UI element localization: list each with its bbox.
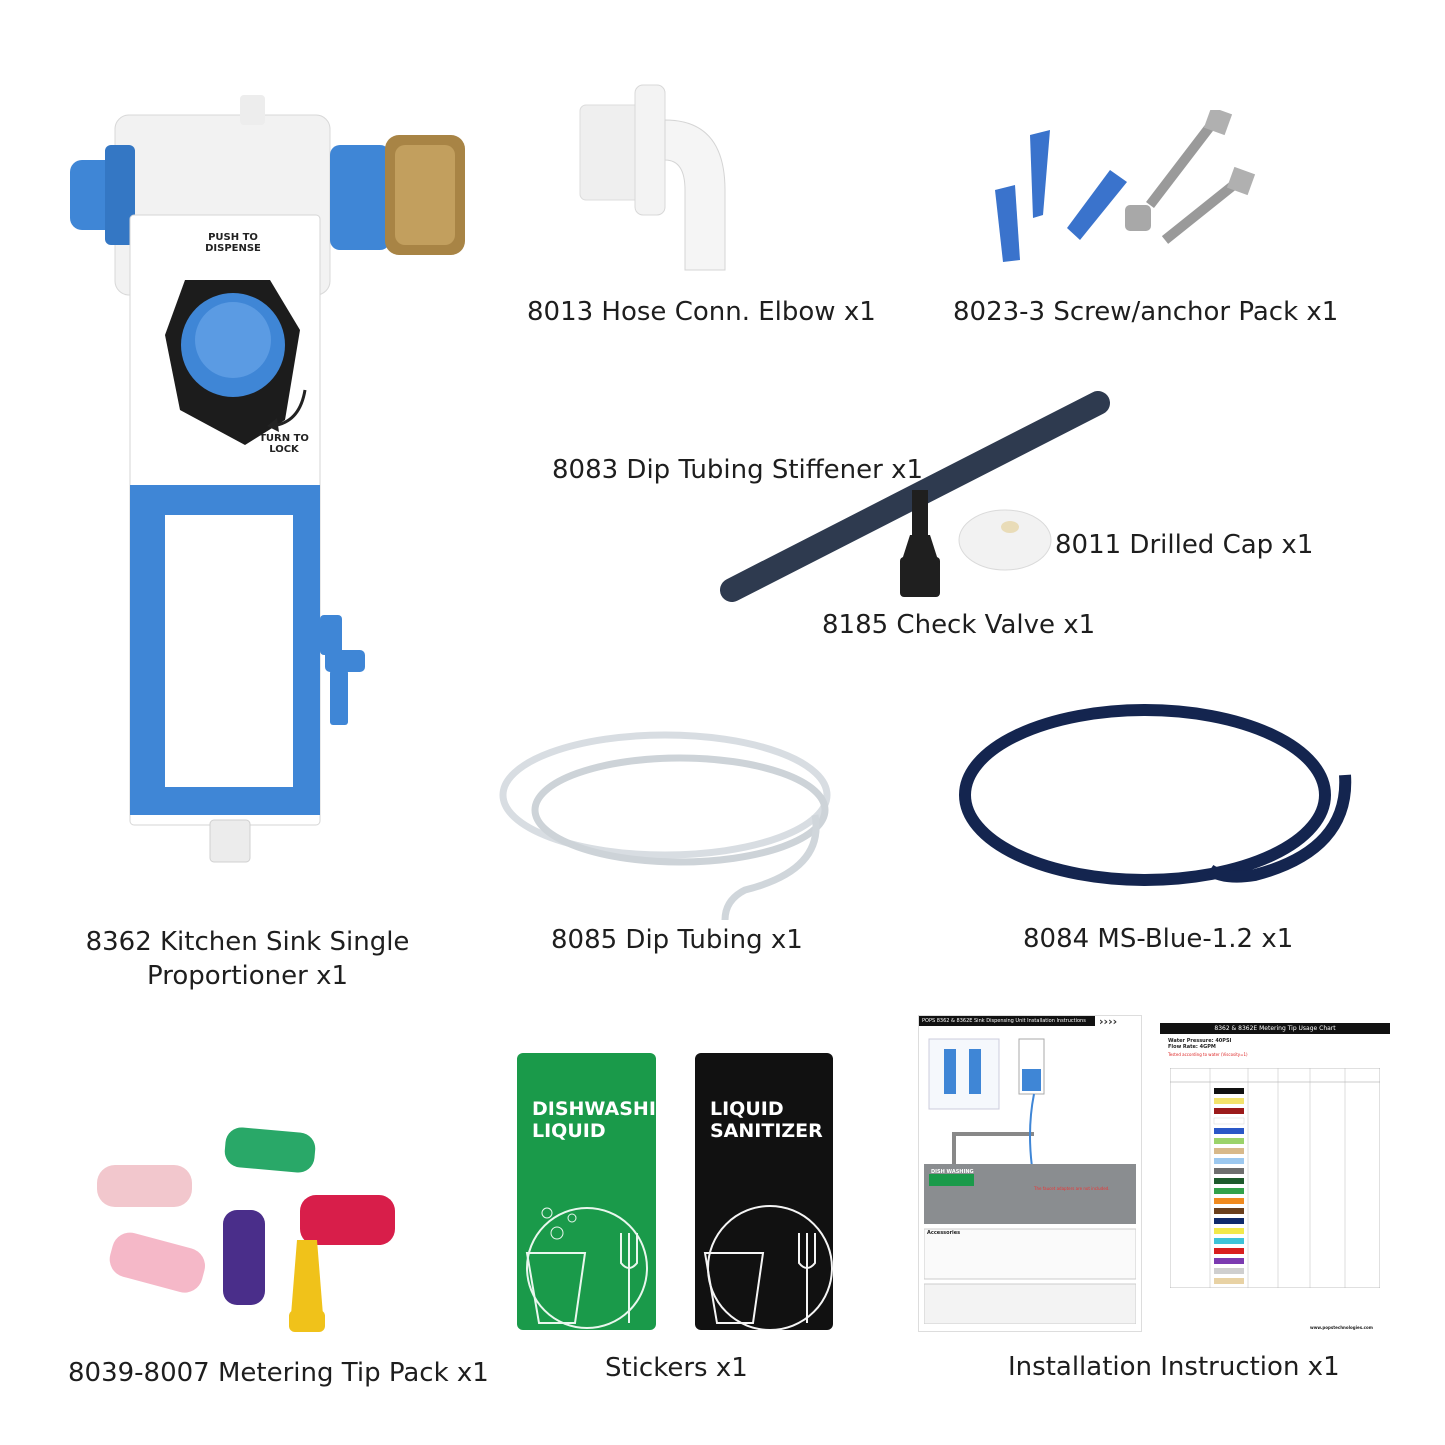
glass-icon: [703, 1252, 765, 1324]
check-valve-caption: 8185 Check Valve x1: [822, 610, 1096, 640]
dip-tubing-image: [499, 731, 831, 921]
chevrons-right-icon: ››››: [1099, 1015, 1118, 1028]
fork-icon: [798, 1233, 816, 1323]
tip-chart-flow: Flow Rate: 4GPM: [1168, 1044, 1216, 1050]
sanitizer-sticker-line-1: LIQUID: [710, 1098, 784, 1120]
ms-blue-image: [959, 704, 1352, 886]
fork-icon: [620, 1233, 638, 1323]
metering-tips-image: [97, 1127, 395, 1332]
proportioner-image: [70, 95, 465, 863]
instruction-caption: Installation Instruction x1: [1008, 1352, 1340, 1382]
push-label-2: DISPENSE: [205, 243, 261, 254]
dip-tubing-caption: 8085 Dip Tubing x1: [551, 925, 803, 955]
tip-chart-table: [1170, 1068, 1380, 1288]
proportioner-caption-2: Proportioner x1: [146, 961, 349, 991]
elbow-caption: 8013 Hose Conn. Elbow x1: [527, 297, 876, 327]
dish-sticker-line-2: LIQUID: [532, 1120, 606, 1142]
sanitizer-sticker: LIQUID SANITIZER: [695, 1053, 833, 1330]
drilled-cap-caption: 8011 Drilled Cap x1: [1055, 530, 1314, 560]
stickers-caption: Stickers x1: [605, 1353, 748, 1383]
install-accessories: Accessories: [927, 1230, 961, 1236]
turn-label-1: TURN TO: [259, 433, 309, 444]
push-label-1: PUSH TO: [208, 232, 258, 243]
ms-blue-caption: 8084 MS-Blue-1.2 x1: [1023, 924, 1294, 954]
screws-caption: 8023-3 Screw/anchor Pack x1: [953, 297, 1339, 327]
install-sheet: POPS 8362 & 8362E Sink Dispensing Unit I…: [918, 1015, 1142, 1332]
screws-image: [995, 110, 1256, 262]
tip-chart-tested: Tested according to water (Viscosity=1): [1168, 1052, 1248, 1057]
install-note: The faucet adapters are not included.: [1034, 1186, 1110, 1191]
tip-chart-pressure: Water Pressure: 40PSI: [1168, 1038, 1232, 1044]
elbow-image: [579, 84, 726, 271]
sanitizer-sticker-line-2: SANITIZER: [710, 1120, 823, 1142]
tip-pack-caption: 8039-8007 Metering Tip Pack x1: [68, 1358, 489, 1388]
tip-chart-website: www.popstechnologies.com: [1310, 1325, 1373, 1330]
stiffener-caption: 8083 Dip Tubing Stiffener x1: [552, 455, 924, 485]
glass-icon: [525, 1252, 587, 1324]
proportioner-caption-1: 8362 Kitchen Sink Single: [85, 927, 410, 957]
turn-label-2: LOCK: [269, 444, 299, 455]
tip-chart-title: 8362 & 8362E Metering Tip Usage Chart: [1160, 1023, 1390, 1034]
tip-chart-sheet: 8362 & 8362E Metering Tip Usage Chart Wa…: [1160, 1023, 1390, 1335]
stiffener-image: [720, 391, 1110, 602]
install-dish-label: DISH WASHING: [931, 1169, 974, 1175]
install-sheet-header: POPS 8362 & 8362E Sink Dispensing Unit I…: [919, 1016, 1095, 1026]
